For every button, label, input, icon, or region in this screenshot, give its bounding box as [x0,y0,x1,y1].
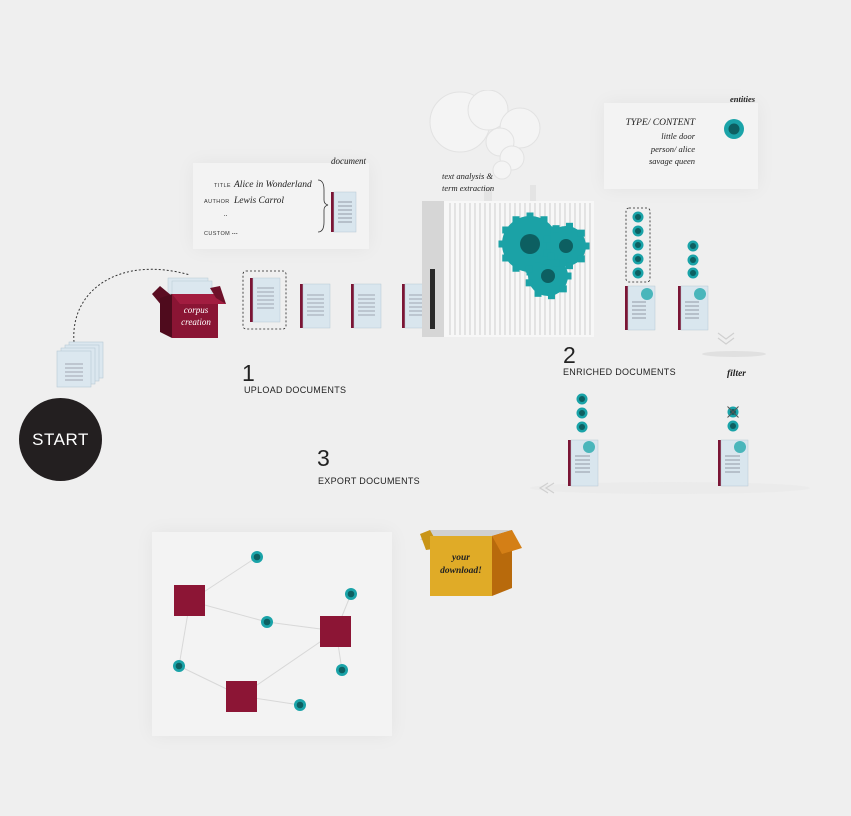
enriched-documents [625,207,709,331]
entity-item: little door [661,131,695,141]
step-3-number: 3 [317,445,330,471]
field-key-custom: CUSTOM [204,231,231,237]
step-1-number: 1 [242,360,255,386]
entity-dot-icon [727,406,739,418]
entity-dot-icon [687,240,699,252]
graph-panel [152,532,392,736]
network-graph-icon [173,551,357,712]
funnel-icon [702,332,766,357]
document-heading: document [331,156,366,166]
corpus-line1: corpus [183,305,209,315]
download-box-icon [420,530,522,596]
entity-dot-icon [632,267,644,279]
processing-line1: text analysis & [442,171,493,181]
corpus-line2: creation [181,317,211,327]
step-1-label: UPLOAD DOCUMENTS [244,385,347,395]
gear-icon [498,212,590,300]
entity-dot-icon [576,421,588,433]
entity-dot-icon [576,393,588,405]
processing-label: text analysis & term extraction [442,170,494,194]
download-line1: your [452,553,470,563]
entity-dot-icon [632,211,644,223]
entity-dot-icon [576,407,588,419]
entity-dot-icon [632,239,644,251]
document-brace-and-page [317,179,357,233]
flow-arc [73,268,191,343]
entity-dot-icon [727,420,739,432]
field-key-author: AUTHOR [204,199,230,205]
entity-dot-icon [632,225,644,237]
corpus-box-icon [152,277,226,338]
document-stack-icon [56,341,104,388]
entity-dot-icon [345,588,357,600]
start-label: START [32,429,89,449]
entities-list: little door person/ alice savage queen [600,130,695,168]
filtered-documents [530,393,810,494]
entity-dot-icon [632,253,644,265]
upload-document-row [242,270,433,330]
corpus-box-label: corpus creation [174,304,218,328]
download-box-label: your download! [430,552,492,578]
processing-line2: term extraction [442,183,495,193]
entity-dot-icon [336,664,348,676]
entity-dot-icon [724,119,744,139]
entity-dot-icon [173,660,185,672]
entity-dot-icon [687,254,699,266]
step-2-label: ENRICHED DOCUMENTS [563,367,676,377]
entity-dot-icon [687,267,699,279]
entity-dot-icon [261,616,273,628]
field-value-title: Alice in Wonderland [234,180,312,190]
step-2-number: 2 [563,342,576,368]
entities-type-label: TYPE/ CONTENT [625,118,695,128]
entities-heading: entities [730,94,756,104]
entity-dot-icon [251,551,263,563]
field-value-custom: ... [232,227,238,236]
entities-panel [604,103,758,189]
download-line2: download! [440,566,482,576]
entity-item: savage queen [648,156,695,166]
entity-dot-icon [294,699,306,711]
field-key-title: TITLE [214,183,231,189]
start-button[interactable]: START [19,398,102,481]
step-3-label: EXPORT DOCUMENTS [318,476,420,486]
entity-item: person/ alice [650,143,695,154]
steam-cloud-icon [429,90,541,180]
field-value-author: Lewis Carrol [234,196,285,206]
field-value-ellipsis: .. [224,210,228,218]
filter-label: filter [727,369,746,379]
